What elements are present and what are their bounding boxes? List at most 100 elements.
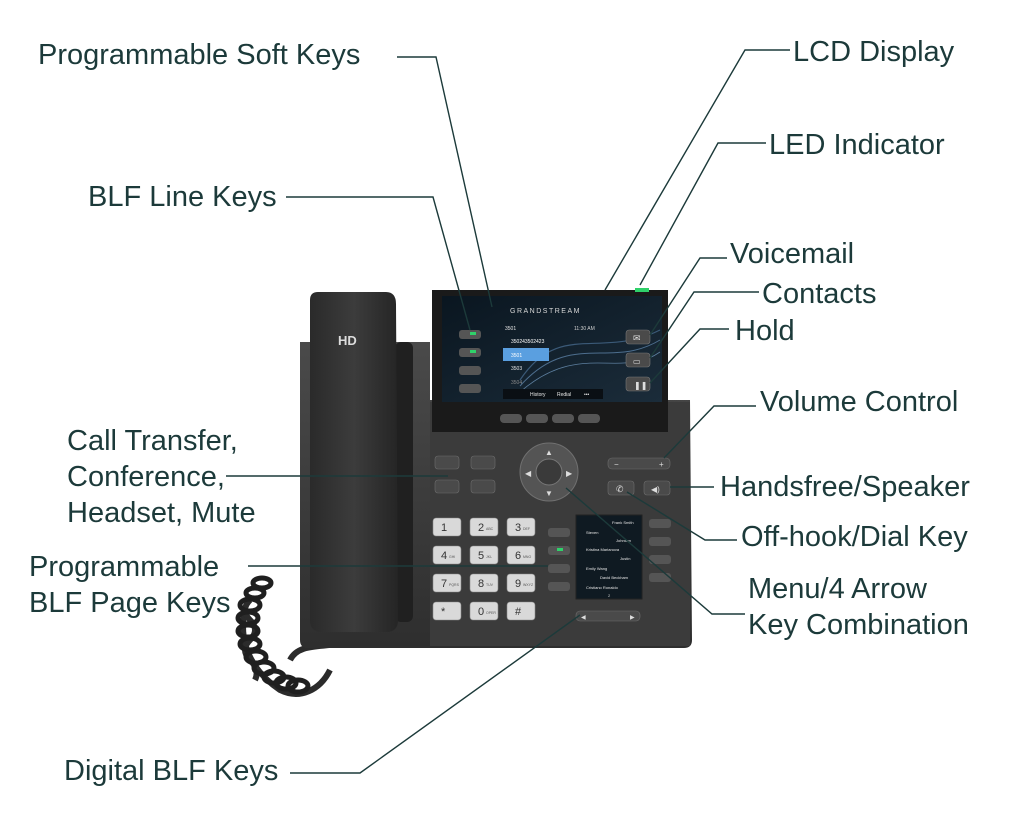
keypad-key-hash[interactable]: # bbox=[506, 601, 536, 621]
volume-speaker-keys: − + ✆ ◀) bbox=[607, 457, 671, 496]
soft-key[interactable] bbox=[552, 414, 574, 423]
screen-time: 11:30 AM bbox=[574, 326, 595, 332]
headset-key[interactable] bbox=[434, 479, 460, 494]
keypad-digit: * bbox=[441, 606, 446, 618]
callout-voicemail: Voicemail bbox=[730, 238, 855, 270]
up-arrow-icon: ▲ bbox=[545, 448, 553, 457]
keypad-key-face[interactable] bbox=[432, 517, 462, 537]
screen-line-4: 3503 bbox=[511, 366, 522, 372]
contacts-key[interactable] bbox=[625, 352, 651, 368]
hold-key[interactable] bbox=[625, 376, 651, 392]
blf-page-number: 2 bbox=[608, 593, 611, 598]
screen-line-2: 350243502423 bbox=[511, 339, 545, 345]
blf-page-key[interactable] bbox=[649, 555, 671, 564]
book-icon: ▭ bbox=[633, 357, 641, 366]
callout-digital-blf-keys: Digital BLF Keys bbox=[64, 755, 279, 787]
blf-line-key[interactable] bbox=[459, 366, 481, 375]
right-arrow-icon: ▶ bbox=[566, 469, 573, 478]
keypad-letters: ABC bbox=[486, 527, 494, 531]
callout-lcd-display: LCD Display bbox=[793, 36, 955, 68]
scroll-left-icon: ◀ bbox=[581, 615, 586, 621]
leader-programmable-soft-keys bbox=[397, 56, 493, 308]
blf-page-key[interactable] bbox=[548, 564, 570, 573]
keypad-key-face[interactable] bbox=[506, 601, 536, 621]
handset: HD bbox=[310, 292, 413, 632]
blf-line-key[interactable] bbox=[459, 384, 481, 393]
keypad-key-face[interactable] bbox=[432, 545, 462, 565]
voicemail-key[interactable] bbox=[625, 329, 651, 345]
leader-lcd-display bbox=[604, 49, 790, 291]
soft-key[interactable] bbox=[526, 414, 548, 423]
keypad-key-face[interactable] bbox=[506, 573, 536, 593]
blf-page-key[interactable] bbox=[649, 537, 671, 546]
handsfree-speaker-key[interactable] bbox=[643, 480, 671, 496]
soft-key[interactable] bbox=[500, 414, 522, 423]
blf-page-key[interactable] bbox=[649, 573, 671, 582]
blf-contact: Emily Wang bbox=[586, 566, 607, 571]
keypad-key-face[interactable] bbox=[432, 601, 462, 621]
keypad-key-face[interactable] bbox=[469, 573, 499, 593]
keypad-key-face[interactable] bbox=[506, 517, 536, 537]
blf-contact: Kristina Marianova bbox=[586, 547, 620, 552]
blf-page-key[interactable] bbox=[548, 528, 570, 537]
callout-call-transfer-line: Headset, Mute bbox=[67, 497, 256, 529]
blf-contact: Frank Smith bbox=[612, 520, 634, 525]
screen-line-3-highlight bbox=[503, 348, 549, 361]
blf-contact: Justin bbox=[620, 556, 630, 561]
keypad-letters: TUV bbox=[486, 583, 494, 587]
screen-line-1: 3501 bbox=[505, 326, 516, 332]
led-indicator-light bbox=[635, 288, 649, 292]
blf-page-key[interactable] bbox=[548, 582, 570, 591]
blf-page-key[interactable] bbox=[649, 519, 671, 528]
keypad-key-1[interactable]: 1 bbox=[432, 517, 462, 537]
leader-voicemail bbox=[649, 257, 727, 336]
leader-digital-blf bbox=[290, 614, 581, 774]
softkey-label-more: ••• bbox=[584, 392, 590, 398]
keypad-digit: 0 bbox=[478, 606, 484, 618]
programmable-blf-page-keys bbox=[548, 519, 671, 591]
left-arrow-icon: ◀ bbox=[525, 469, 532, 478]
pause-icon: ❚❚ bbox=[634, 381, 647, 390]
keypad-digit: 8 bbox=[478, 578, 484, 590]
softkey-label-redial: Redial bbox=[557, 392, 571, 398]
cord-coils bbox=[235, 575, 311, 695]
softkey-label-history: History bbox=[530, 392, 546, 398]
transfer-key[interactable] bbox=[434, 455, 460, 470]
keypad-key-face[interactable] bbox=[432, 573, 462, 593]
lcd-screen: GRANDSTREAM 11:30 AM 3501 350243502423 3… bbox=[503, 308, 603, 399]
keypad-key-face[interactable] bbox=[469, 517, 499, 537]
keypad-letters: MNO bbox=[523, 555, 531, 559]
blf-scroll-key[interactable] bbox=[575, 610, 641, 622]
keypad-key-face[interactable] bbox=[506, 545, 536, 565]
blf-contact: David Beckham bbox=[600, 575, 629, 580]
volume-control-key[interactable] bbox=[607, 457, 671, 470]
conference-key[interactable] bbox=[470, 455, 496, 470]
callout-call-transfer-line: Conference, bbox=[67, 461, 225, 493]
keypad-key-star[interactable]: * bbox=[432, 601, 462, 621]
keypad-key-face[interactable] bbox=[469, 601, 499, 621]
keypad-key-face[interactable] bbox=[469, 545, 499, 565]
menu-key[interactable] bbox=[535, 458, 563, 486]
keypad-digit: 1 bbox=[441, 522, 447, 534]
keypad-letters: GHI bbox=[449, 555, 455, 559]
callout-contacts: Contacts bbox=[762, 278, 877, 310]
callout-programmable-blf-page-line: BLF Page Keys bbox=[29, 587, 231, 619]
mute-key[interactable] bbox=[470, 479, 496, 494]
phone-icon: ✆ bbox=[616, 484, 624, 494]
soft-key[interactable] bbox=[578, 414, 600, 423]
callout-programmable-blf-page: Programmable BLF Page Keys bbox=[29, 549, 231, 621]
screen-line-3: 3501 bbox=[511, 353, 522, 359]
callout-call-transfer: Call Transfer, Conference, Headset, Mute bbox=[67, 423, 256, 531]
callout-menu-arrow-line: Key Combination bbox=[748, 609, 969, 641]
screen-line-5: 3504 bbox=[511, 380, 522, 386]
